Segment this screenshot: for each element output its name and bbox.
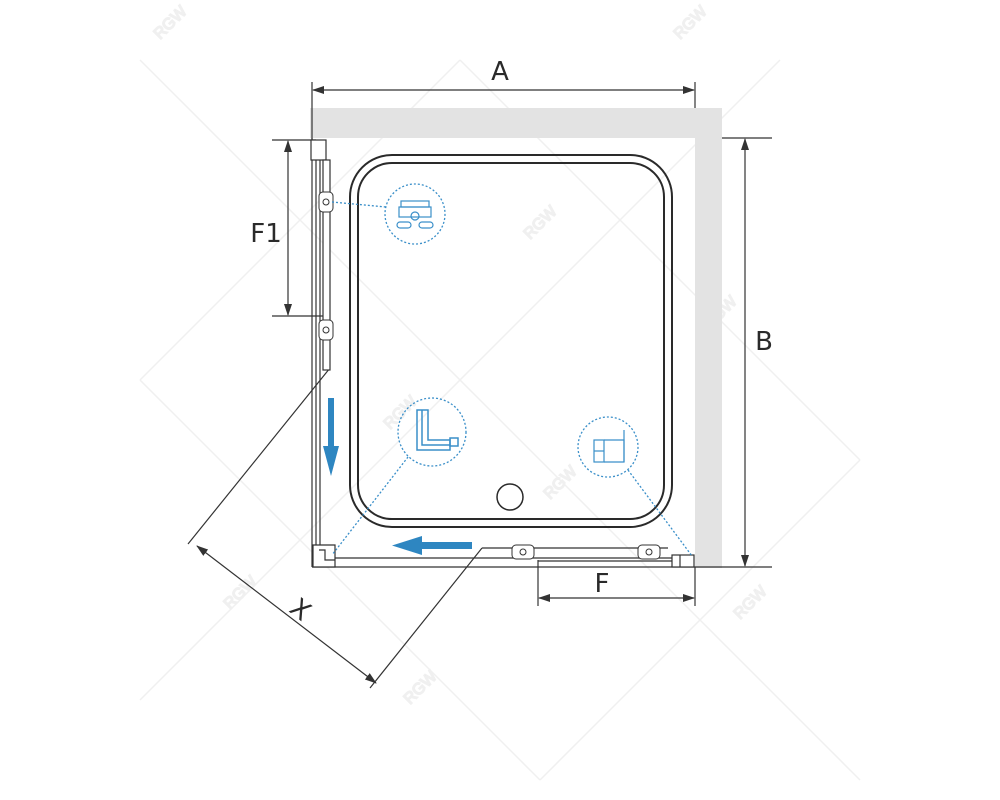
svg-text:RGW: RGW <box>731 583 771 623</box>
svg-text:RGW: RGW <box>151 3 191 43</box>
arrow-down-icon <box>323 398 339 476</box>
roller-detail-icon <box>396 200 434 229</box>
arrow-left-icon <box>392 536 472 555</box>
dimension-f-label: F <box>595 569 610 599</box>
drain <box>496 483 524 511</box>
dimension-b-label: B <box>755 327 773 357</box>
enclosure-frame <box>310 138 695 568</box>
dimension-a <box>311 82 696 140</box>
dimension-a-label: A <box>491 57 509 87</box>
dimension-b <box>695 137 772 568</box>
svg-text:RGW: RGW <box>221 573 261 613</box>
dimension-f1 <box>272 139 326 317</box>
dimension-x <box>187 367 483 689</box>
corner-profile-detail-icon <box>416 409 459 451</box>
dimension-x-label: X <box>284 593 317 628</box>
shower-tray-outer <box>349 154 673 528</box>
svg-text:RGW: RGW <box>671 3 711 43</box>
svg-text:RGW: RGW <box>521 203 561 243</box>
detail-callouts <box>331 183 693 557</box>
svg-text:RGW: RGW <box>401 668 441 708</box>
svg-text:RGW: RGW <box>541 463 581 503</box>
dimension-f <box>537 560 696 606</box>
dimension-f1-label: F1 <box>250 219 282 249</box>
svg-text:RGW: RGW <box>381 393 421 433</box>
end-profile-detail-icon <box>593 430 625 463</box>
roller-icon <box>318 191 661 560</box>
shower-tray-inner <box>357 162 665 520</box>
